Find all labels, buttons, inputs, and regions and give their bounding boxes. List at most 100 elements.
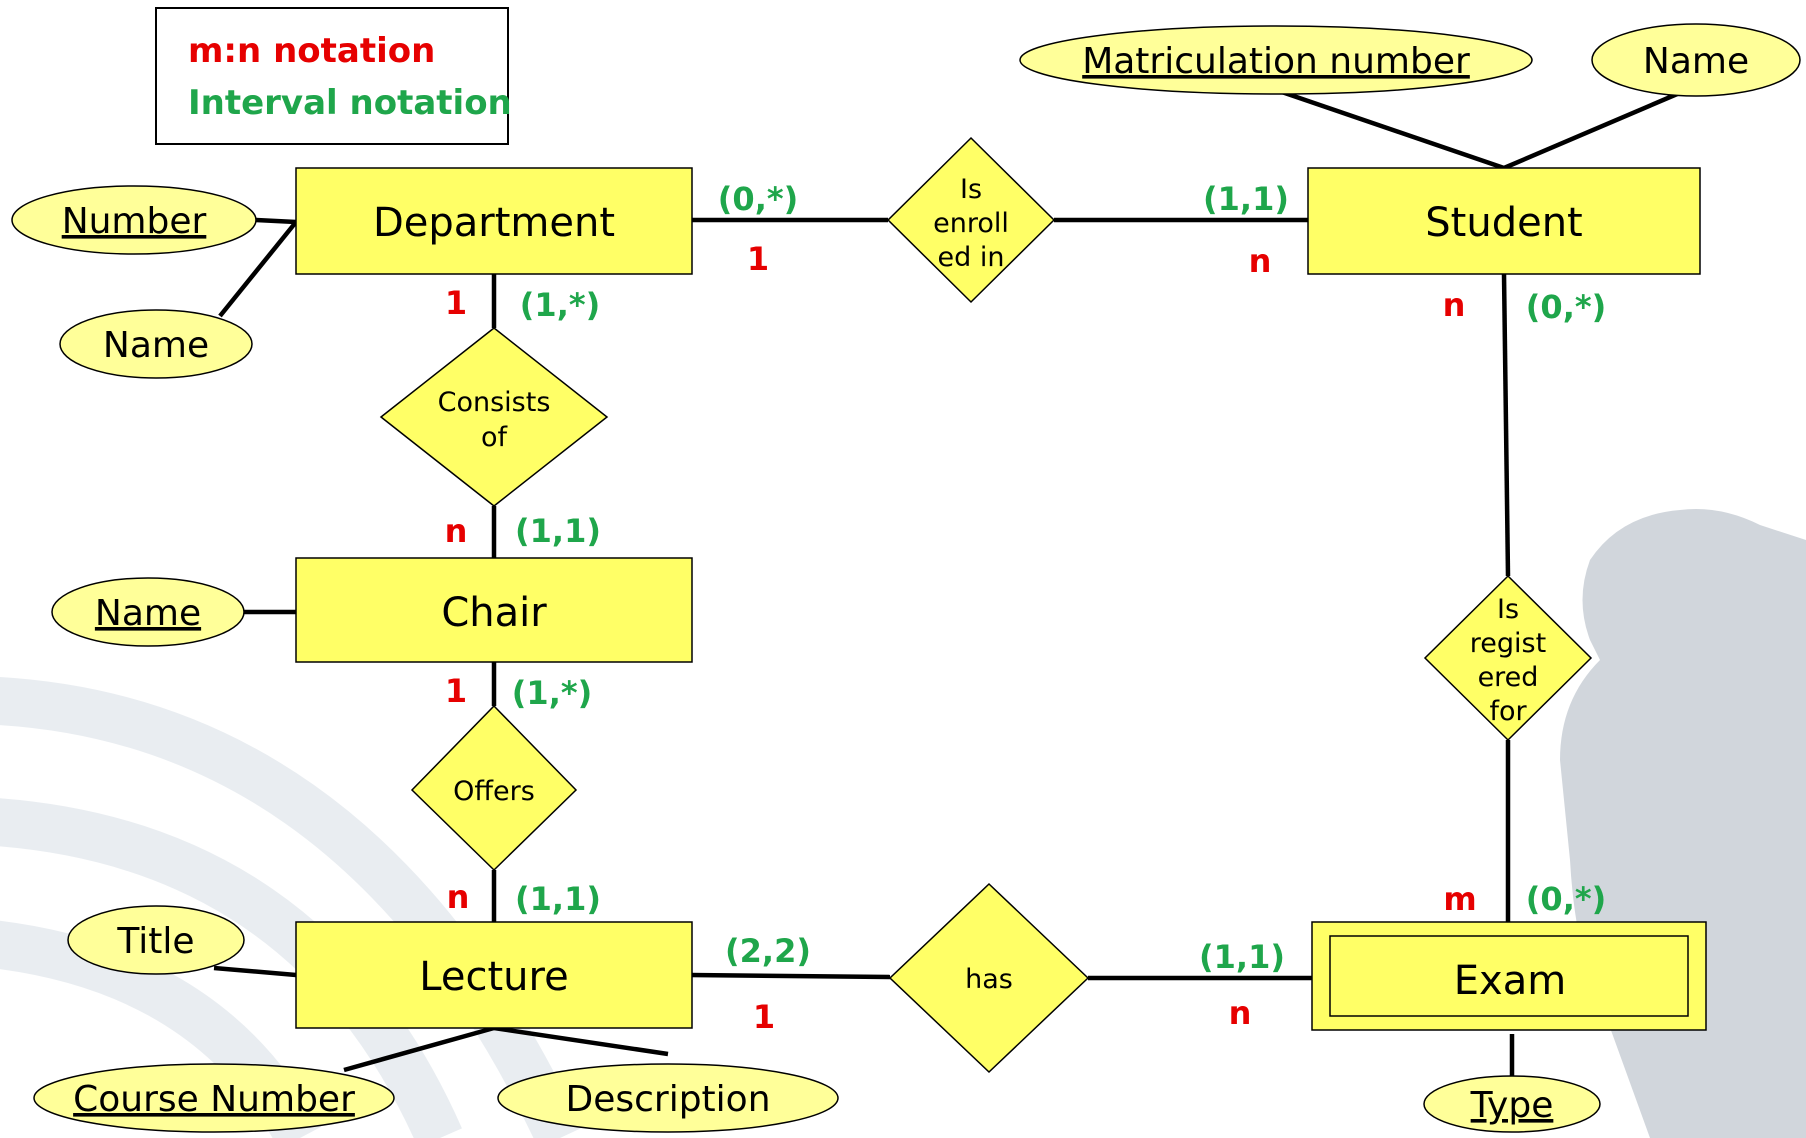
relationship-diamond (379, 327, 609, 507)
attribute-ellipse (51, 577, 245, 647)
relationship-diamond (410, 704, 578, 872)
attribute-ellipse (1423, 1075, 1601, 1133)
entity-chair: Chair (295, 557, 693, 663)
key-attribute-label: Course Number (73, 1079, 355, 1120)
cardinality-mn: 1 (747, 240, 769, 278)
relationship-label-line: has (965, 964, 1013, 995)
attribute-lecture-course-number: Course Number (33, 1063, 395, 1133)
connector-lecture-description (493, 1025, 669, 1057)
attribute-ellipse (67, 905, 245, 975)
relationship-diamond (888, 882, 1090, 1074)
relationship-consists-of: Consists of (379, 327, 609, 507)
cardinality-interval: (1,1) (515, 880, 601, 918)
cardinality-mn: n (1249, 242, 1272, 280)
key-attribute-label: Matriculation number (1082, 41, 1470, 82)
entity-student: Student (1307, 167, 1701, 275)
relationship-label-line: ered (1478, 662, 1539, 693)
attribute-student-matriculation-number: Matriculation number (1019, 25, 1533, 95)
attribute-department-number: Number (11, 185, 257, 255)
relationship-is-registered-for: Is regist ered for (1423, 574, 1593, 742)
relationship-label-line: Offers (453, 776, 535, 807)
relationship-label-line: enroll (933, 208, 1009, 239)
cardinality-mn: n (447, 878, 470, 916)
attribute-lecture-description: Description (497, 1063, 839, 1133)
connector-dept-name (218, 220, 298, 318)
attribute-ellipse (1019, 25, 1533, 95)
connector-student-matriculation (1275, 87, 1505, 171)
key-attribute-label: Type (1470, 1085, 1554, 1126)
relationship-is-enrolled-in: Is enroll ed in (886, 136, 1056, 304)
cardinality-mn: 1 (753, 998, 775, 1036)
connector-dept-number (255, 217, 297, 225)
cardinality-interval: (1,1) (1203, 180, 1289, 218)
attribute-lecture-title: Title (67, 905, 245, 975)
relationship-label-line: ed in (938, 242, 1005, 273)
entity-box (1307, 167, 1701, 275)
mn-cardinalities: 1 n 1 n 1 n 1 n n m (445, 240, 1477, 1036)
cardinality-mn: n (1443, 286, 1466, 324)
connector-lecture-course-number (343, 1025, 495, 1073)
cardinality-mn: 1 (445, 284, 467, 322)
cardinality-interval: (1,1) (515, 512, 601, 550)
attribute-label: Title (116, 921, 194, 962)
connectors (213, 83, 1697, 1078)
entity-label: Student (1425, 200, 1582, 246)
background-person-silhouette (1560, 509, 1806, 1138)
attribute-ellipse (59, 309, 253, 379)
cardinality-mn: m (1443, 880, 1476, 918)
entity-exam-weak: Exam (1311, 921, 1707, 1031)
cardinality-interval: (0,*) (1526, 880, 1606, 918)
relationship-diamond (1423, 574, 1593, 742)
attribute-label: Description (565, 1079, 770, 1120)
connector-student-name (1503, 83, 1697, 171)
attribute-ellipse (1591, 23, 1801, 97)
relationship-label-line: for (1489, 696, 1527, 727)
cardinality-interval: (1,*) (512, 674, 592, 712)
entity-department: Department (295, 167, 693, 275)
attribute-label: Name (1643, 41, 1749, 82)
entity-box (295, 921, 693, 1029)
cardinality-interval: (1,1) (1199, 938, 1285, 976)
cardinality-mn: n (1229, 994, 1252, 1032)
entity-label: Chair (441, 590, 547, 636)
legend: m:n notation Interval notation (155, 7, 512, 145)
entity-box (295, 167, 693, 275)
relationship-label-line: regist (1470, 628, 1546, 659)
attribute-ellipse (11, 185, 257, 255)
legend-mn-label: m:n notation (188, 31, 435, 71)
connector-lecture-title (213, 965, 297, 978)
attribute-ellipse (33, 1063, 395, 1133)
relationship-has: has (888, 882, 1090, 1074)
relationship-offers: Offers (410, 704, 578, 872)
attribute-ellipse (497, 1063, 839, 1133)
relationship-label-line: Consists (438, 387, 551, 418)
entity-box-inner (1329, 935, 1689, 1017)
cardinality-mn: 1 (445, 672, 467, 710)
entity-lecture: Lecture (295, 921, 693, 1029)
legend-interval-label: Interval notation (188, 83, 512, 123)
key-attribute-label: Number (62, 201, 207, 242)
cardinality-interval: (0,*) (1526, 288, 1606, 326)
relationship-label-line: Is (960, 174, 982, 205)
entity-label: Department (373, 200, 615, 246)
connector-student-registered (1501, 273, 1511, 577)
relationship-label-line: Is (1497, 594, 1519, 625)
entity-box (295, 557, 693, 663)
interval-cardinalities: (0,*) (1,1) (1,*) (1,1) (1,*) (1,1) (2,2… (512, 180, 1606, 976)
entity-label: Exam (1454, 958, 1566, 1004)
entity-label: Lecture (419, 954, 568, 1000)
relationship-label-line: of (481, 422, 509, 453)
cardinality-mn: n (445, 512, 468, 550)
attribute-exam-type: Type (1423, 1075, 1601, 1133)
attribute-label: Name (103, 325, 209, 366)
cardinality-interval: (1,*) (520, 286, 600, 324)
attribute-chair-name: Name (51, 577, 245, 647)
cardinality-interval: (0,*) (718, 180, 798, 218)
legend-box (155, 7, 509, 145)
attribute-department-name: Name (59, 309, 253, 379)
relationship-diamond (886, 136, 1056, 304)
attribute-student-name: Name (1591, 23, 1801, 97)
connector-lecture-has (689, 972, 891, 980)
